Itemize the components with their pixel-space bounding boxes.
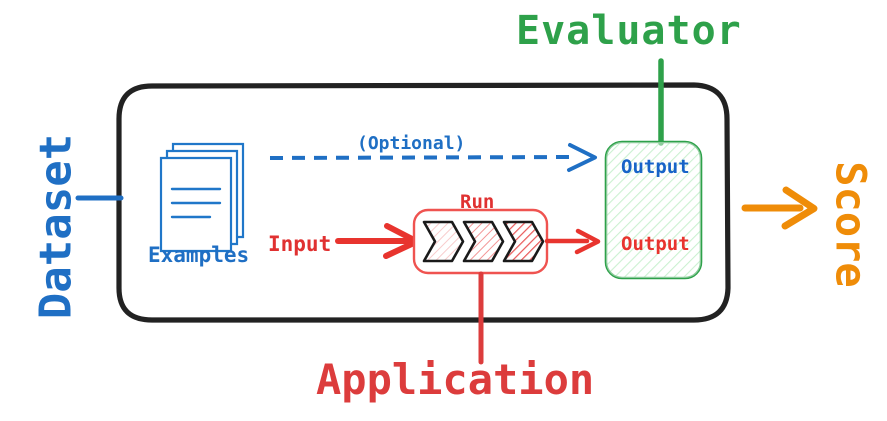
chevron-step-2 (462, 220, 505, 263)
score-edge (741, 186, 818, 230)
run-pipeline[interactable] (412, 208, 549, 275)
main-frame (116, 82, 731, 323)
evaluator-output-box[interactable] (604, 140, 703, 280)
optional-edge (269, 143, 597, 172)
input-label: Input (268, 232, 332, 256)
output-prediction-label: Output (621, 233, 690, 255)
optional-label: (Optional) (357, 133, 466, 154)
run-label: Run (460, 191, 495, 213)
documents-icon (159, 142, 245, 253)
score-label: Score (826, 161, 876, 288)
chevron-step-1 (422, 220, 465, 263)
examples-label: Examples (148, 243, 250, 267)
prediction-edge (544, 228, 601, 255)
output-reference-label: Output (621, 156, 690, 178)
chevron-step-3 (502, 220, 545, 263)
evaluator-label: Evaluator (516, 8, 742, 54)
application-label: Application (316, 355, 595, 404)
dataset-label: Dataset (30, 133, 82, 320)
input-edge (335, 223, 420, 259)
